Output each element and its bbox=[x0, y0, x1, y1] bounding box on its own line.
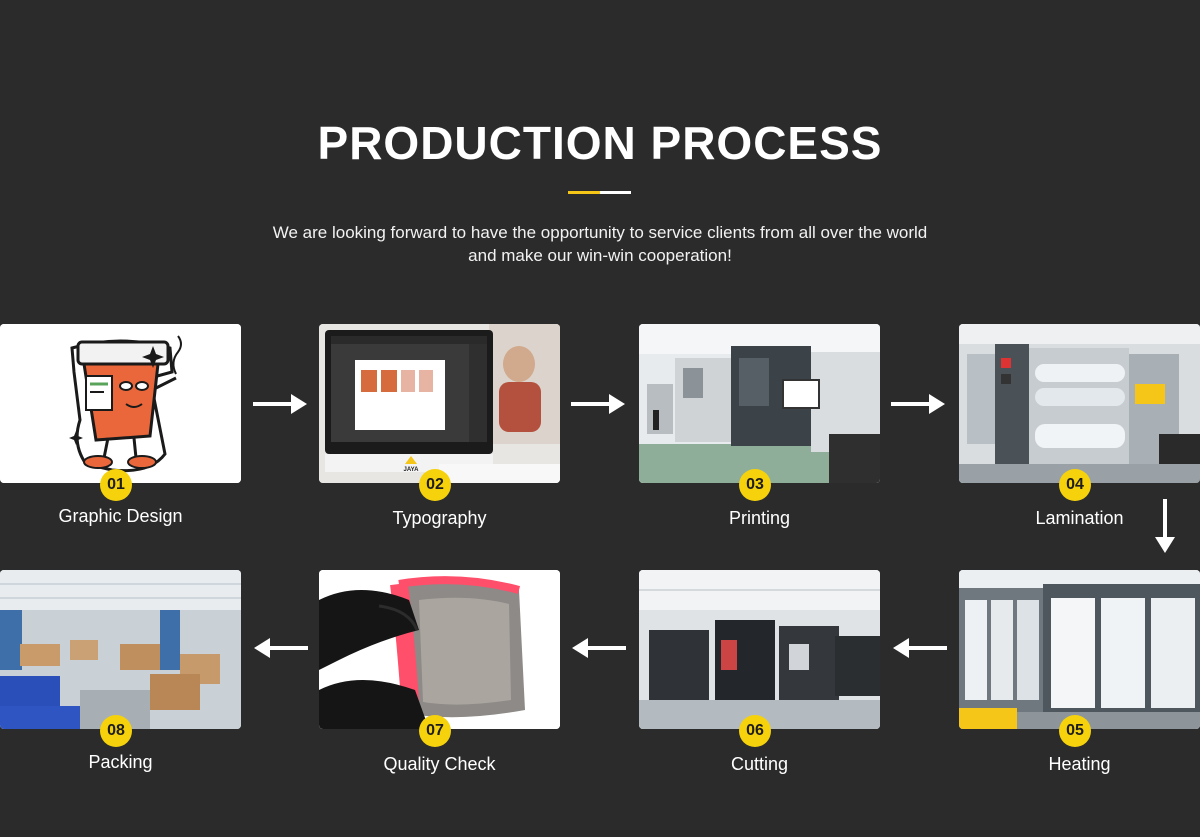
step-label: Packing bbox=[88, 752, 153, 772]
title-divider bbox=[568, 191, 631, 194]
step-number-badge: 04 bbox=[1059, 469, 1091, 501]
step-label: Lamination bbox=[1035, 508, 1124, 528]
subtitle-line-2: and make our win-win cooperation! bbox=[468, 246, 732, 265]
step-number-badge: 06 bbox=[739, 715, 771, 747]
subtitle: We are looking forward to have the oppor… bbox=[0, 221, 1200, 267]
graphic-design-image bbox=[0, 324, 241, 483]
quality-check-image bbox=[319, 570, 560, 729]
step-number-badge: 01 bbox=[100, 469, 132, 501]
arrow-left-icon bbox=[254, 638, 308, 658]
step-label: Graphic Design bbox=[58, 506, 183, 526]
printing-image bbox=[639, 324, 880, 483]
step-number-badge: 07 bbox=[419, 715, 451, 747]
arrow-right-icon bbox=[891, 394, 945, 414]
arrow-right-icon bbox=[253, 394, 307, 414]
arrow-right-icon bbox=[571, 394, 625, 414]
step-number-badge: 03 bbox=[739, 469, 771, 501]
subtitle-line-1: We are looking forward to have the oppor… bbox=[272, 223, 928, 242]
step-number-badge: 08 bbox=[100, 715, 132, 747]
arrow-left-icon bbox=[572, 638, 626, 658]
arrow-left-icon bbox=[893, 638, 947, 658]
page-title: PRODUCTION PROCESS bbox=[317, 117, 883, 169]
typography-image: JAYA bbox=[319, 324, 560, 483]
step-label: Heating bbox=[1048, 754, 1111, 774]
step-label: Quality Check bbox=[383, 754, 496, 774]
lamination-image bbox=[959, 324, 1200, 483]
monitor-brand: JAYA bbox=[404, 467, 420, 473]
step-number-badge: 05 bbox=[1059, 715, 1091, 747]
packing-image bbox=[0, 570, 241, 729]
heating-image bbox=[959, 570, 1200, 729]
cutting-image bbox=[639, 570, 880, 729]
step-label: Printing bbox=[728, 508, 791, 528]
arrow-down-icon bbox=[1155, 499, 1175, 553]
step-label: Typography bbox=[392, 508, 487, 528]
step-label: Cutting bbox=[730, 754, 789, 774]
step-number-badge: 02 bbox=[419, 469, 451, 501]
